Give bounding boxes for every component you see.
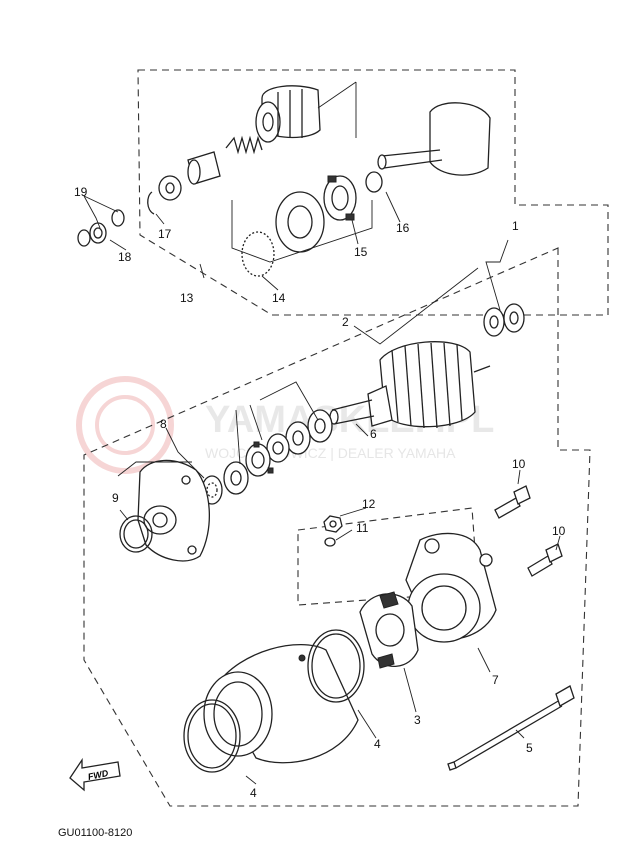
callout-18: 18 bbox=[118, 250, 132, 264]
washer-11 bbox=[324, 537, 336, 547]
brush-holder bbox=[359, 591, 419, 669]
outline-1 bbox=[83, 247, 591, 807]
callout-17: 17 bbox=[158, 227, 172, 241]
washers-19 bbox=[77, 209, 125, 247]
fwd-label: FWD bbox=[87, 768, 110, 782]
callout-11: 11 bbox=[356, 521, 369, 535]
callout-7: 7 bbox=[492, 673, 499, 687]
spring bbox=[225, 135, 263, 155]
washer-13 bbox=[158, 175, 182, 201]
callout-12: 12 bbox=[362, 497, 376, 511]
callout-13: 13 bbox=[180, 291, 194, 305]
clutch-plate-15 bbox=[323, 175, 357, 221]
through-bolt bbox=[447, 685, 575, 771]
callout-10a: 10 bbox=[512, 457, 526, 471]
shims-6 bbox=[266, 409, 333, 463]
callout-4b: 4 bbox=[250, 786, 257, 800]
watermark-logo bbox=[76, 376, 174, 474]
armature-washers bbox=[483, 303, 525, 337]
outline-13 bbox=[137, 69, 609, 316]
callouts: 1 2 3 4 4 5 6 7 8 9 10 10 11 12 13 14 15… bbox=[74, 185, 566, 800]
collar bbox=[187, 151, 221, 185]
yoke-housing bbox=[203, 644, 359, 764]
callout-16: 16 bbox=[396, 221, 410, 235]
nut-12 bbox=[323, 515, 343, 533]
assembly-outlines bbox=[83, 69, 609, 807]
rear-cover bbox=[405, 532, 497, 643]
circlip-17 bbox=[147, 191, 155, 215]
watermark-sub: WOJCIECHOWICZ | DEALER YAMAHA bbox=[205, 445, 456, 461]
shaft-assembly bbox=[377, 102, 491, 176]
leader-lines bbox=[83, 81, 561, 785]
o-ring-9 bbox=[119, 515, 153, 553]
diagram-code: GU01100-8120 bbox=[58, 827, 132, 839]
front-cover bbox=[137, 459, 210, 562]
lock-washer bbox=[245, 441, 274, 477]
callout-19: 19 bbox=[74, 185, 88, 199]
callout-3: 3 bbox=[414, 713, 421, 727]
fwd-arrow: FWD bbox=[69, 757, 121, 792]
callout-10b: 10 bbox=[552, 524, 566, 538]
callout-15: 15 bbox=[354, 245, 368, 259]
armature bbox=[329, 341, 491, 429]
callout-14: 14 bbox=[272, 291, 286, 305]
bolts-10 bbox=[494, 485, 563, 577]
ring-16 bbox=[365, 171, 383, 193]
callout-5: 5 bbox=[526, 741, 533, 755]
callout-2: 2 bbox=[342, 315, 349, 329]
bearing-14 bbox=[241, 231, 275, 277]
o-rings-4 bbox=[183, 629, 365, 773]
callout-4a: 4 bbox=[374, 737, 381, 751]
washer-8 bbox=[223, 461, 249, 495]
pinion-gear bbox=[255, 85, 321, 143]
callout-1: 1 bbox=[512, 219, 519, 233]
callout-9: 9 bbox=[112, 491, 119, 505]
gear-housing bbox=[275, 191, 325, 253]
callout-6: 6 bbox=[370, 427, 377, 441]
callout-8: 8 bbox=[160, 417, 167, 431]
